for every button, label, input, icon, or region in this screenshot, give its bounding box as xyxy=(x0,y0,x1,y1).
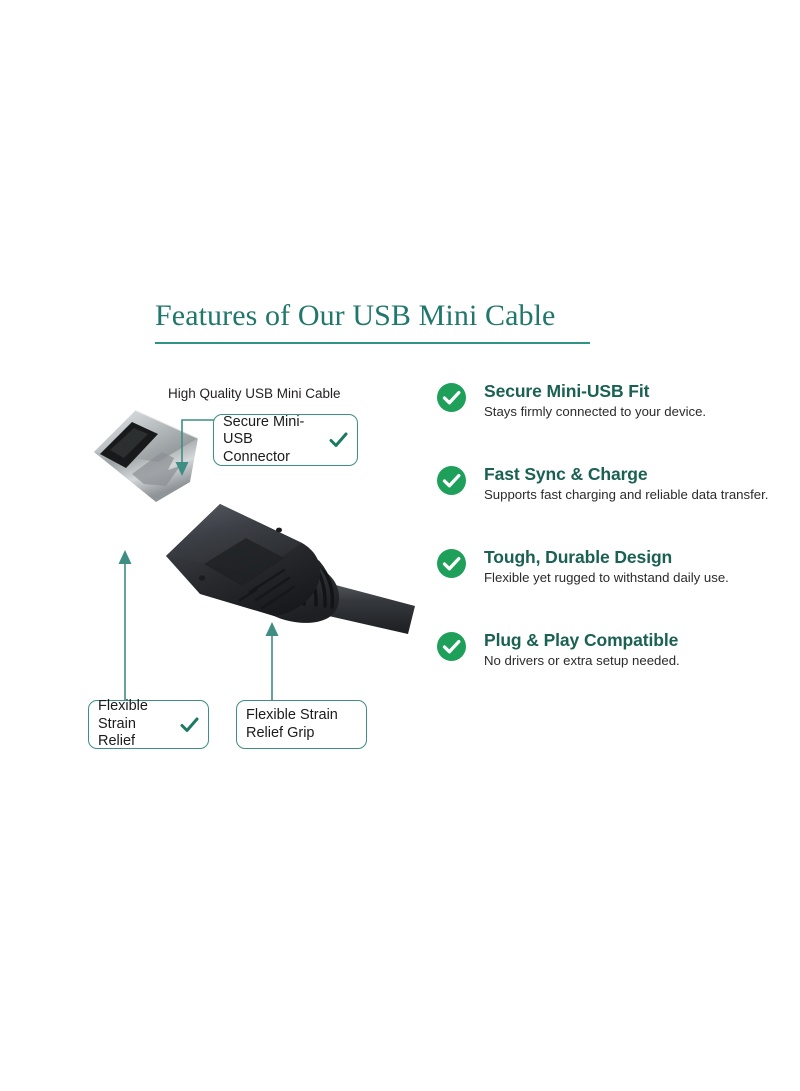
usb-mini-connector-illustration xyxy=(94,409,415,700)
metal-edge-highlight xyxy=(135,409,199,439)
feature-item-fast-sync: Fast Sync & Charge Supports fast chargin… xyxy=(437,464,797,508)
title-underline-rule xyxy=(155,342,590,344)
feature-description: Stays firmly connected to your device. xyxy=(484,404,707,419)
feature-title: Fast Sync & Charge xyxy=(484,464,648,484)
feature-description: Supports fast charging and reliable data… xyxy=(484,487,769,502)
leader-arrow-strain-relief xyxy=(118,550,132,564)
callout-flexible-strain-relief-grip[interactable]: Flexible Strain Relief Grip xyxy=(236,700,367,749)
callout-label: Secure Mini-USB Connector xyxy=(223,413,305,465)
feature-item-plug-and-play: Plug & Play Compatible No drivers or ext… xyxy=(437,630,797,674)
feature-list: Secure Mini-USB Fit Stays firmly connect… xyxy=(437,381,797,674)
check-icon xyxy=(329,432,348,448)
metal-notch-detail xyxy=(132,452,180,486)
check-circle-icon xyxy=(437,549,466,578)
body-ridges xyxy=(238,568,296,610)
feature-description: No drivers or extra setup needed. xyxy=(484,653,680,668)
callout-secure-mini-usb-connector[interactable]: Secure Mini-USB Connector xyxy=(213,414,358,466)
leader-line-connector xyxy=(181,419,215,462)
leader-arrow-strain-grip xyxy=(265,622,279,636)
product-image-panel: High Quality USB Mini Cable xyxy=(70,378,430,763)
port-inner-highlight xyxy=(110,428,148,458)
feature-title: Plug & Play Compatible xyxy=(484,630,679,650)
cable-body xyxy=(320,583,415,634)
callout-flexible-strain-relief[interactable]: Flexible Strain Relief xyxy=(88,698,209,750)
leader-arrow-connector xyxy=(175,462,189,476)
feature-title: Secure Mini-USB Fit xyxy=(484,381,650,401)
check-circle-icon xyxy=(437,383,466,412)
check-circle-icon xyxy=(437,632,466,661)
feature-item-durable-design: Tough, Durable Design Flexible yet rugge… xyxy=(437,547,797,591)
check-icon xyxy=(180,717,199,733)
page-title: Features of Our USB Mini Cable xyxy=(155,299,556,332)
callout-label: Flexible Strain Relief xyxy=(98,698,148,750)
product-caption: High Quality USB Mini Cable xyxy=(168,386,341,401)
body-recessed-panel xyxy=(204,538,284,586)
body-mold-dot-upper xyxy=(276,527,282,533)
feature-item-secure-fit: Secure Mini-USB Fit Stays firmly connect… xyxy=(437,381,797,425)
callout-label: Flexible Strain Relief Grip xyxy=(246,707,338,741)
body-mold-dot-lower xyxy=(198,575,206,581)
feature-title: Tough, Durable Design xyxy=(484,547,673,567)
feature-description: Flexible yet rugged to withstand daily u… xyxy=(484,570,729,585)
page-title-block: Features of Our USB Mini Cable xyxy=(155,296,625,344)
check-circle-icon xyxy=(437,466,466,495)
